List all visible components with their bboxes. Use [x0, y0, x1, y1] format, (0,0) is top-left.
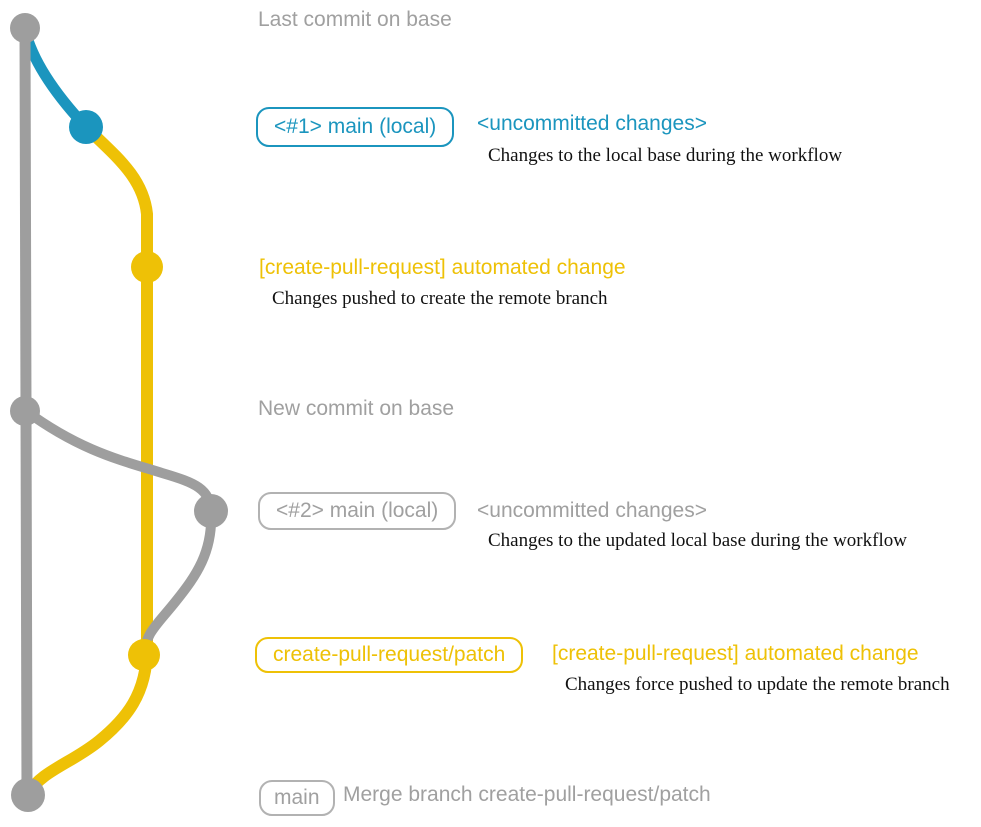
heading-uncommitted-changes-2: <uncommitted changes>	[477, 499, 707, 522]
description-uncommitted-changes-2: Changes to the updated local base during…	[488, 530, 907, 551]
branch-badge-main-local-2: <#2> main (local)	[258, 492, 457, 530]
commit-dot-merge	[11, 778, 45, 812]
label-new-commit-on-base: New commit on base	[258, 397, 455, 420]
description-automated-change-2: Changes force pushed to update the remot…	[565, 674, 950, 695]
commit-dot-automated-2	[128, 639, 160, 671]
commit-dot-local-1	[69, 110, 103, 144]
heading-automated-change-1: [create-pull-request] automated change	[259, 256, 626, 279]
branch-badge-main: main	[259, 780, 335, 816]
label-last-commit-on-base: Last commit on base	[258, 8, 452, 31]
heading-automated-change-2: [create-pull-request] automated change	[552, 642, 919, 665]
gray-branch-line	[21, 406, 217, 661]
description-automated-change-1: Changes pushed to create the remote bran…	[272, 288, 608, 309]
commit-dot-last-base	[10, 13, 40, 43]
commit-dot-automated-1	[131, 251, 163, 283]
branch-badge-create-pull-request-patch: create-pull-request/patch	[255, 637, 524, 673]
branch-badge-main-local-1: <#1> main (local)	[256, 107, 455, 147]
label-merge-branch: Merge branch create-pull-request/patch	[343, 783, 711, 806]
commit-dot-local-2	[194, 494, 228, 528]
heading-uncommitted-changes-1: <uncommitted changes>	[477, 112, 707, 135]
yellow-branch-line	[22, 121, 153, 800]
commit-dot-new-base	[10, 396, 40, 426]
blue-branch-line	[19, 24, 92, 133]
description-uncommitted-changes-1: Changes to the local base during the wor…	[488, 145, 843, 166]
